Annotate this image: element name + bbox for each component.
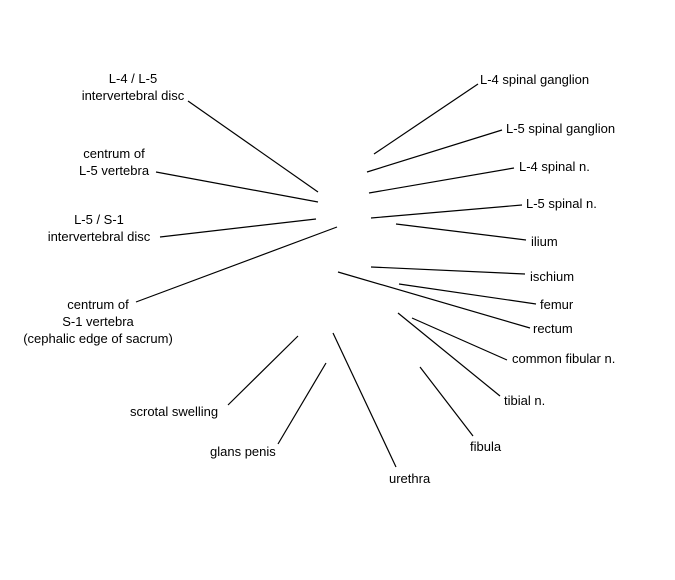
leader-glans-penis: [277, 362, 327, 445]
label-centrum-l5-line-1: centrum of: [83, 146, 145, 161]
label-fibula: fibula: [470, 439, 502, 454]
label-centrum-l5-line-2: L-5 vertebra: [78, 163, 150, 178]
label-glans-penis: glans penis: [210, 444, 276, 459]
leader-centrum-s1: [135, 226, 338, 303]
label-l5-spinal-n: L-5 spinal n.: [526, 196, 597, 211]
label-rectum: rectum: [533, 321, 573, 336]
leader-l5-s1-disc: [159, 218, 317, 238]
leader-l4-spinal-ganglion: [373, 83, 479, 155]
label-centrum-l5-vertebra: centrum of L-5 vertebra: [66, 145, 162, 179]
leader-centrum-l5: [155, 171, 319, 203]
label-ischium: ischium: [530, 269, 575, 284]
leader-rectum: [337, 271, 531, 329]
label-centrum-s1-line-2: S-1 vertebra: [62, 314, 134, 329]
leader-l4-spinal-n: [368, 167, 515, 194]
leader-urethra: [332, 332, 397, 468]
label-ilium: ilium: [531, 234, 558, 249]
label-l4-spinal-n: L-4 spinal n.: [519, 159, 590, 174]
label-l4-l5-intervertebral-disc: L-4 / L-5 intervertebral disc: [74, 70, 192, 104]
label-l5-s1-intervertebral-disc: L-5 / S-1 intervertebral disc: [40, 211, 158, 245]
label-centrum-s1-vertebra: centrum of S-1 vertebra (cephalic edge o…: [14, 296, 182, 347]
leader-l4-l5-disc: [187, 100, 319, 193]
label-urethra: urethra: [389, 471, 431, 486]
label-centrum-s1-line-1: centrum of: [67, 297, 129, 312]
leader-femur: [398, 283, 537, 305]
label-l4-l5-line-2: intervertebral disc: [81, 88, 185, 103]
label-l5-s1-line-2: intervertebral disc: [47, 229, 151, 244]
leader-l5-spinal-n: [370, 204, 523, 219]
leader-scrotal-swelling: [227, 335, 299, 406]
leader-l5-spinal-ganglion: [366, 129, 503, 173]
leader-fibula: [419, 366, 474, 437]
leader-common-fibular-n: [411, 317, 508, 361]
label-femur: femur: [540, 297, 574, 312]
leader-ischium: [370, 266, 526, 275]
label-tibial-n: tibial n.: [504, 393, 546, 408]
label-centrum-s1-line-3: (cephalic edge of sacrum): [23, 331, 173, 346]
label-l4-spinal-ganglion: L-4 spinal ganglion: [480, 72, 590, 87]
leader-tibial-n: [397, 312, 501, 397]
leader-ilium: [395, 223, 527, 241]
label-l4-l5-line-1: L-4 / L-5: [108, 71, 158, 86]
label-l5-spinal-ganglion: L-5 spinal ganglion: [506, 121, 616, 136]
label-common-fibular-n: common fibular n.: [512, 351, 616, 366]
label-l5-s1-line-1: L-5 / S-1: [74, 212, 124, 227]
label-scrotal-swelling: scrotal swelling: [130, 404, 219, 419]
